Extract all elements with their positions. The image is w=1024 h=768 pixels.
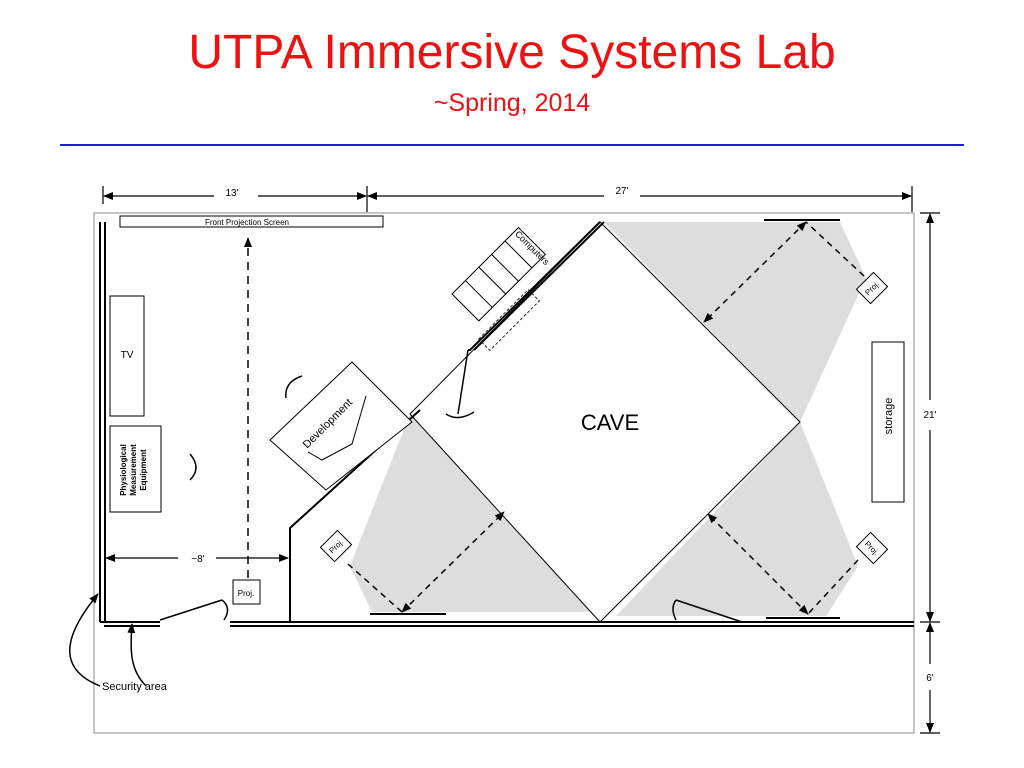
ray-left-b xyxy=(401,511,505,613)
computers-shadow xyxy=(478,289,540,351)
ray-top-right-b xyxy=(703,221,807,323)
dimension-21ft-label: 21' xyxy=(923,410,936,421)
page-subtitle: ~Spring, 2014 xyxy=(433,89,591,117)
ray-bottom-right-b xyxy=(707,513,809,615)
front-projection-screen xyxy=(119,215,384,228)
security-arrows xyxy=(69,593,147,687)
dimension-6ft xyxy=(920,622,940,734)
title-divider xyxy=(60,144,964,146)
dimension-13ft-label: 13' xyxy=(225,188,238,199)
projector-front xyxy=(232,579,261,605)
storage-label: storage xyxy=(883,398,895,435)
svg-text:Physiological: Physiological xyxy=(119,444,128,496)
physiological-box xyxy=(109,425,162,513)
ray-top-right-a xyxy=(805,221,865,277)
dimension-8ft-label: ~8' xyxy=(191,554,204,565)
cave-label: CAVE xyxy=(581,410,639,435)
physiological-label: Physiological Measurement Equipment xyxy=(119,444,148,496)
page-title: UTPA Immersive Systems Lab xyxy=(188,26,836,79)
svg-text:Measurement: Measurement xyxy=(129,444,138,496)
projector-top-right: Proj. xyxy=(855,271,889,305)
svg-text:Equipment: Equipment xyxy=(139,449,148,491)
dimension-27ft-label: 27' xyxy=(615,186,628,197)
ray-left-a xyxy=(347,563,403,613)
development-desk xyxy=(269,361,413,491)
dimension-27ft xyxy=(367,186,913,212)
computers-rack xyxy=(451,226,547,322)
dimension-6ft-label: 6' xyxy=(926,673,934,684)
tv-box xyxy=(109,295,145,417)
development-chair xyxy=(307,395,367,461)
front-projection-screen-label: Front Projection Screen xyxy=(205,218,289,227)
security-area-label: Security area xyxy=(102,681,168,693)
projector-front-label: Proj. xyxy=(238,589,254,598)
projector-bottom-right: Proj. xyxy=(855,531,889,565)
storage-box xyxy=(871,341,905,503)
projector-left: Proj. xyxy=(319,529,353,563)
room-outline xyxy=(93,212,915,734)
tv-label: TV xyxy=(121,350,134,361)
ray-bottom-right-a xyxy=(807,559,859,615)
